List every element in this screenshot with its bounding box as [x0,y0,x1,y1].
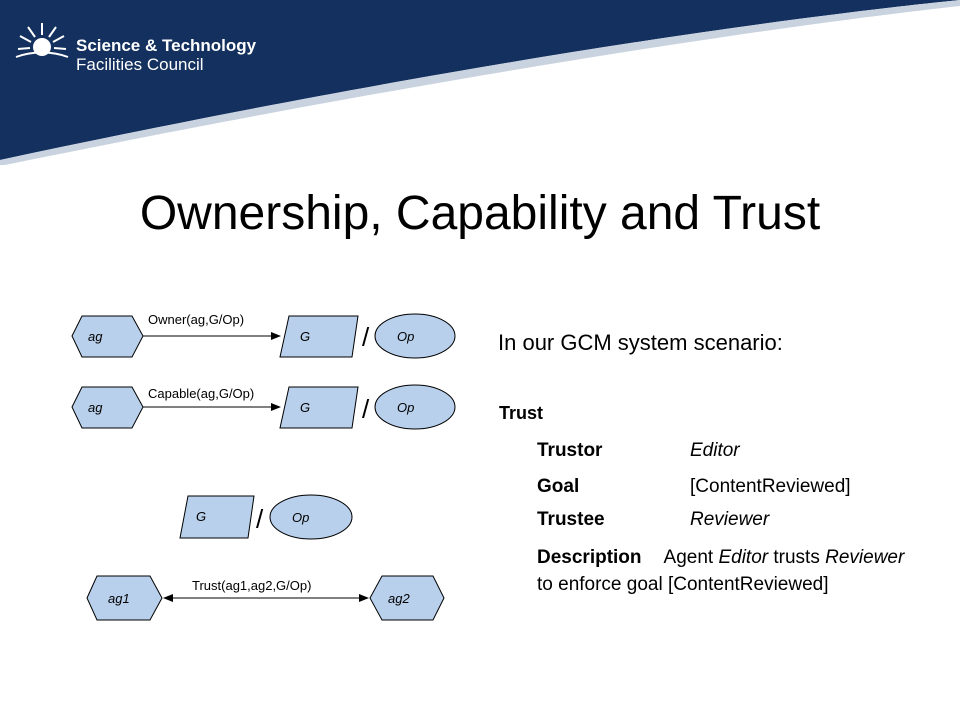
trustor-label: Trustor [537,440,603,461]
op-label: Op [397,400,414,415]
op-label: Op [397,329,414,344]
goal-op-slash: / [362,394,370,424]
description-part2: trusts [768,547,826,568]
description-trustee: Reviewer [825,547,905,568]
goal-op-slash: / [256,504,264,534]
goal-label: G [196,509,206,524]
slide-title: Ownership, Capability and Trust [139,187,821,240]
header-band [0,0,960,165]
agent-hexagon [71,386,144,429]
op-label: Op [292,510,309,525]
op-ellipse [269,494,353,540]
description-part1: Agent [663,547,719,568]
capable-relation-label: Capable(ag,G/Op) [148,386,254,401]
trust-relation-label: Trust(ag1,ag2,G/Op) [192,578,311,593]
org-name-line2: Facilities Council [76,55,204,74]
goal-label: G [300,329,310,344]
agent1-hexagon [86,575,163,621]
agent-label: ag [88,329,103,344]
goal-parallelogram [279,386,359,429]
agent-label: ag [88,400,103,415]
goal-parallelogram [179,495,255,539]
trust-section-heading: Trust [499,403,544,423]
trustee-label: Trustee [537,509,605,530]
org-name-line1: Science & Technology [76,36,257,55]
description-agent: Editor [718,547,769,568]
description-part3: to enforce goal [ContentReviewed] [537,574,829,595]
goal-op-slash: / [362,322,370,352]
owner-relation-label: Owner(ag,G/Op) [148,312,244,327]
description-label: Description [537,547,642,568]
agent-hexagon [71,315,144,358]
trustee-value: Reviewer [690,509,770,530]
agent2-label: ag2 [388,591,410,606]
op-ellipse [374,384,456,430]
stfc-logo-icon [15,23,69,58]
op-ellipse [374,313,456,359]
goal-value: [ContentReviewed] [690,476,851,497]
goal-parallelogram [279,315,359,358]
goal-label-text: Goal [537,476,580,497]
agent2-hexagon [369,575,445,621]
trustor-value: Editor [690,440,740,461]
agent1-label: ag1 [108,591,130,606]
goal-label: G [300,400,310,415]
scenario-intro: In our GCM system scenario: [498,330,783,355]
